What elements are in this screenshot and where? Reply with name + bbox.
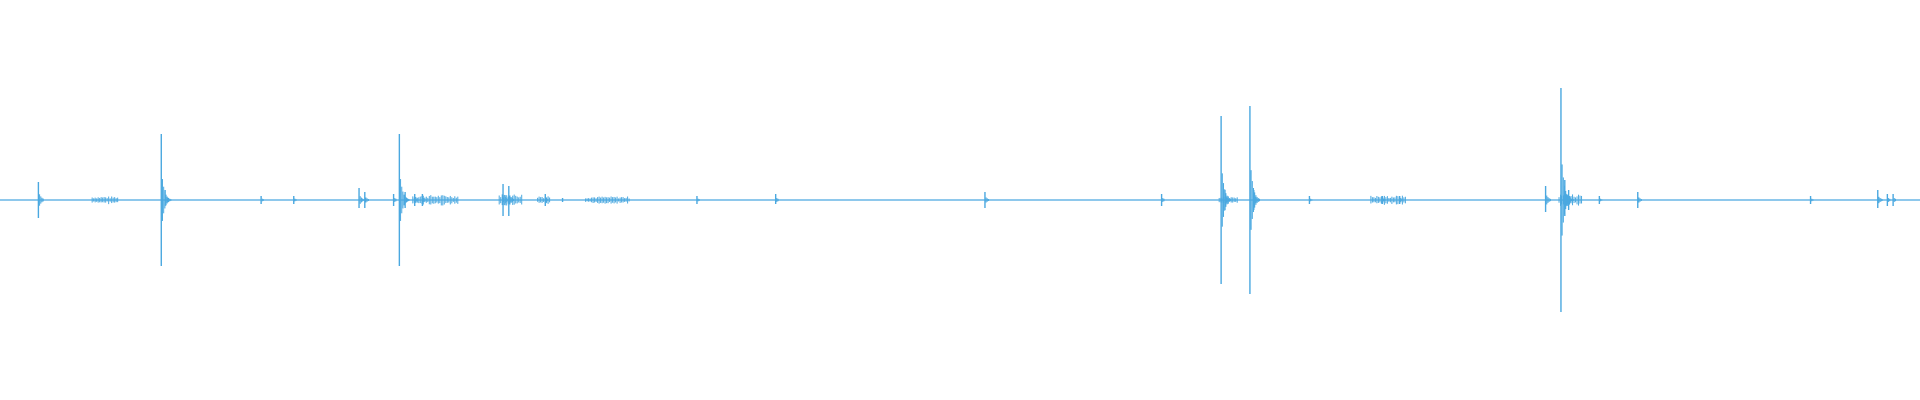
waveform-bars <box>37 88 1897 312</box>
